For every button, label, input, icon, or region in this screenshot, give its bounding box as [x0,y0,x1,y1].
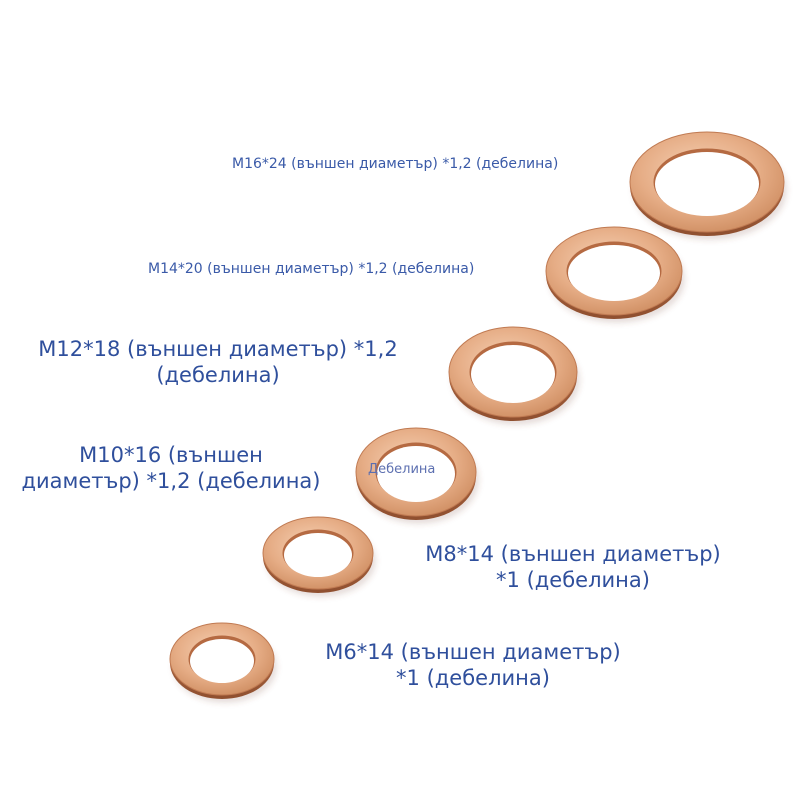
washer-m8 [262,516,376,597]
washer-m12 [448,326,580,425]
washer-m6 [169,622,277,703]
label-m16: M16*24 (външен диаметър) *1,2 (дебелина) [232,156,559,172]
thickness-label: Дебелина [368,462,436,477]
label-m6: M6*14 (външен диаметър)*1 (дебелина) [325,640,621,691]
label-m12: M12*18 (външен диаметър) *1,2(дебелина) [38,337,398,388]
washer-m14 [545,226,685,323]
label-m8: M8*14 (външен диаметър)*1 (дебелина) [425,542,721,593]
washer-m10 [355,427,479,524]
label-m14: M14*20 (външен диаметър) *1,2 (дебелина) [148,261,475,277]
washer-m16 [629,131,787,240]
